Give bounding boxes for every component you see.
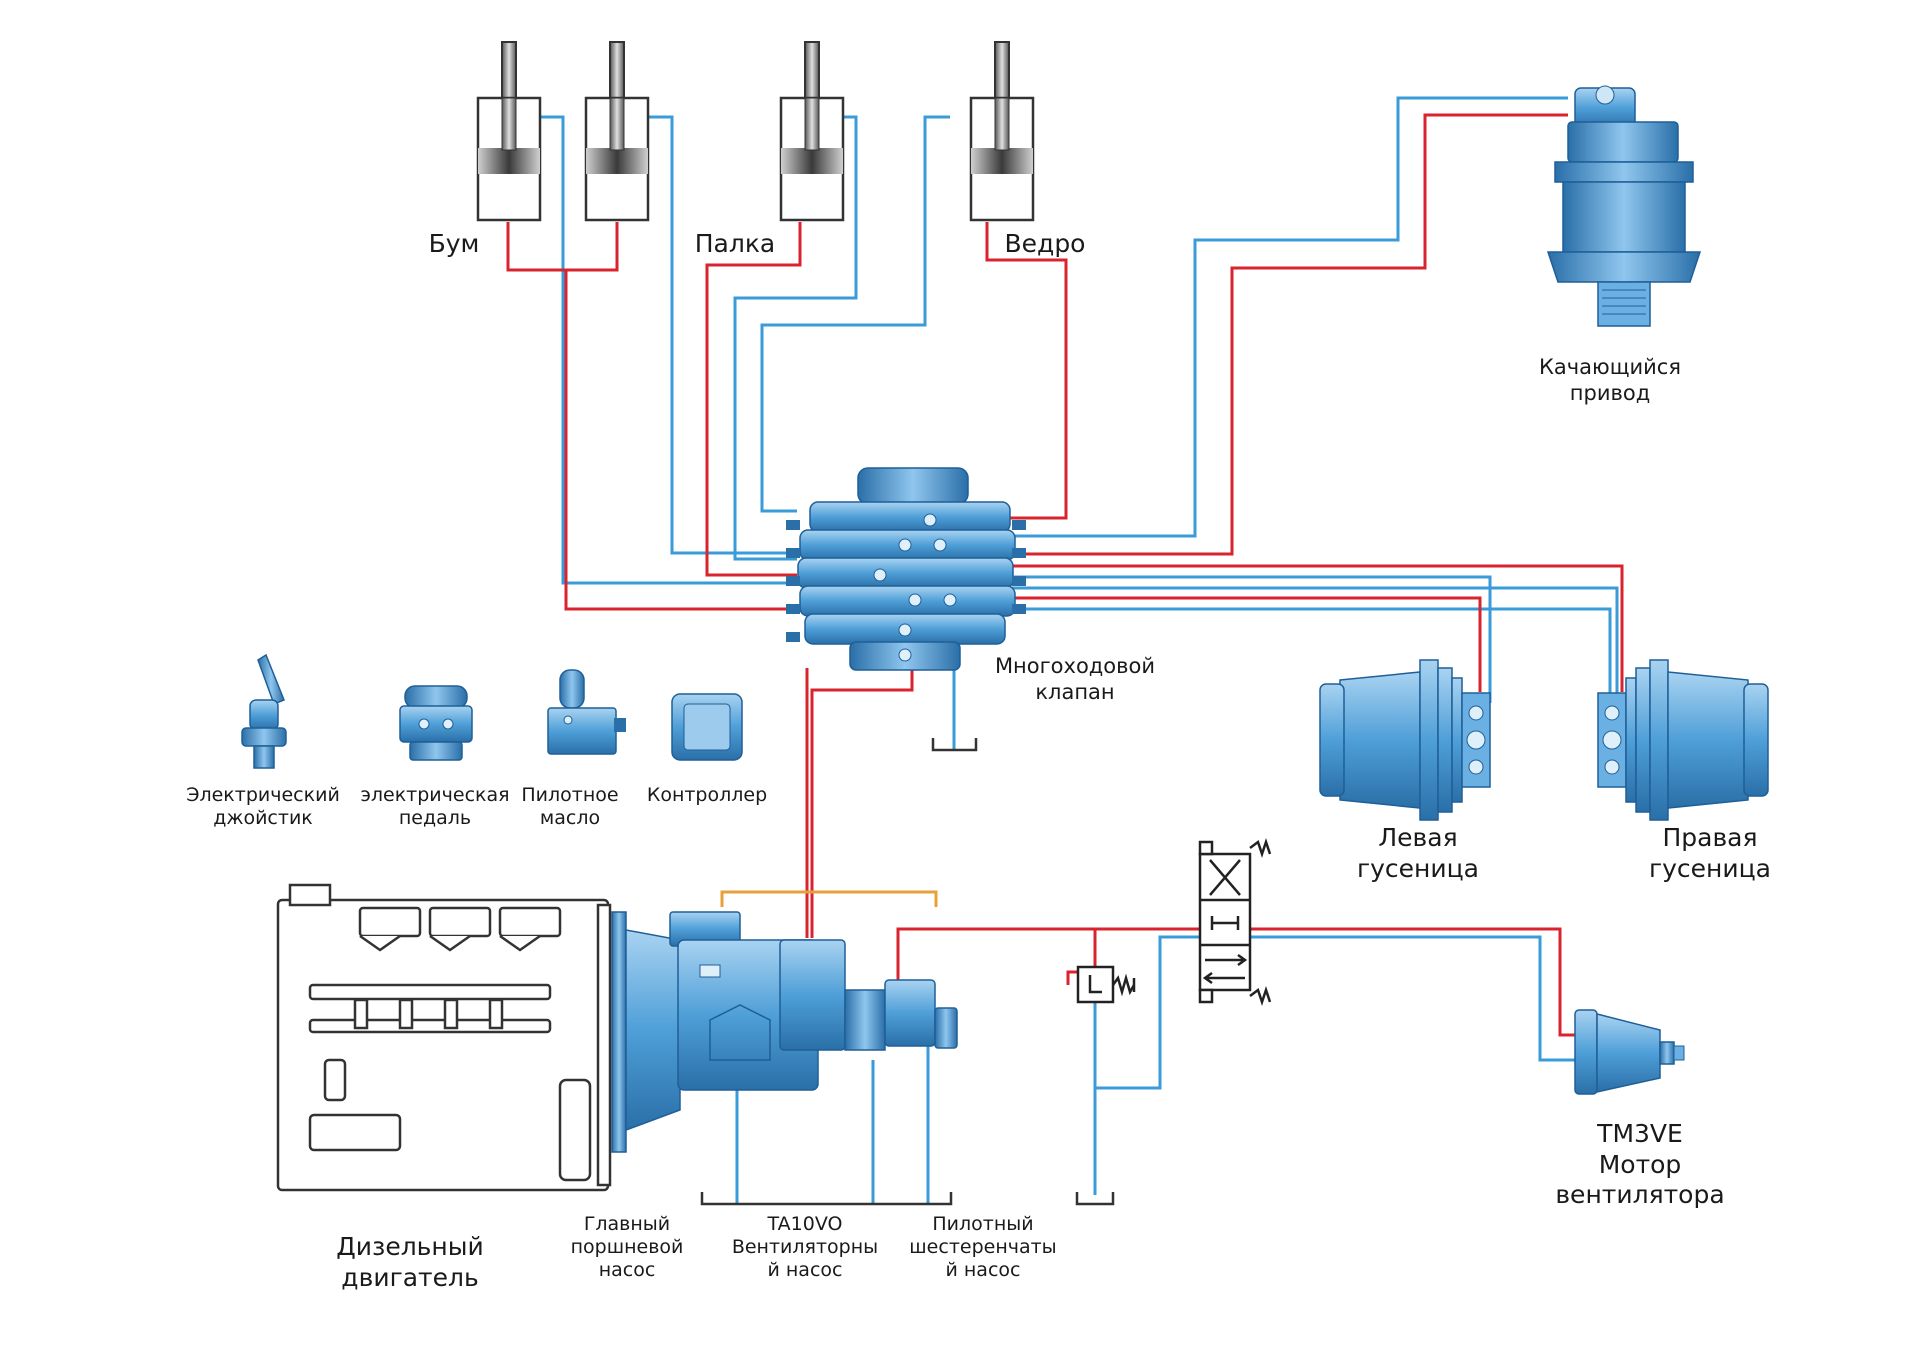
controller-icon	[671, 693, 743, 761]
pilot-lines	[720, 890, 938, 907]
tank-icon-fan	[1075, 1192, 1115, 1206]
diesel-engine-label: Дизельный двигатель	[336, 1232, 484, 1292]
stick-cylinder-icon	[779, 41, 845, 222]
right-track-label: Правая гусеница	[1649, 823, 1771, 883]
bucket-label: Ведро	[1004, 229, 1086, 258]
pedal-icon	[399, 685, 473, 761]
relief-valve-icon	[1076, 965, 1136, 1004]
boom-label: Бум	[428, 229, 480, 258]
multiway-valve-icon	[786, 467, 1026, 671]
return-lines	[538, 96, 1619, 1204]
pilot-pump-label: Пилотный шестеренчаты й насос	[909, 1213, 1057, 1282]
right-track-motor-icon	[1597, 659, 1769, 821]
fan-motor-label: TM3VE Мотор вентилятора	[1555, 1119, 1725, 1209]
directional-valve-icon	[1198, 838, 1272, 1006]
pilot-oil-label: Пилотное масло	[521, 784, 619, 830]
swing-drive-icon	[1546, 85, 1702, 327]
left-track-label: Левая гусеница	[1357, 823, 1479, 883]
bucket-cylinder-icon	[969, 41, 1035, 222]
boom-cylinder-left-icon	[476, 41, 542, 222]
pedal-label: электрическая педаль	[360, 784, 510, 830]
pump-assembly-icon	[611, 911, 958, 1153]
main-pump-label: Главный поршневой насос	[570, 1213, 684, 1282]
joystick-label: Электрический джойстик	[186, 784, 340, 830]
fan-pump-label: TA10VO Вентиляторны й насос	[731, 1213, 879, 1282]
pilot-oil-unit-icon	[547, 669, 626, 755]
pump-bracket	[700, 1192, 953, 1206]
fan-motor-icon	[1574, 1009, 1685, 1095]
stick-label: Палка	[694, 229, 776, 258]
joystick-icon	[241, 653, 287, 769]
diesel-engine-icon	[276, 883, 612, 1192]
tank-icon	[931, 738, 978, 752]
swing-drive-label: Качающийся привод	[1539, 355, 1681, 405]
boom-cylinder-right-icon	[584, 41, 650, 222]
left-track-motor-icon	[1319, 659, 1491, 821]
controller-label: Контроллер	[646, 784, 768, 806]
multiway-valve-label: Многоходовой клапан	[994, 654, 1156, 704]
